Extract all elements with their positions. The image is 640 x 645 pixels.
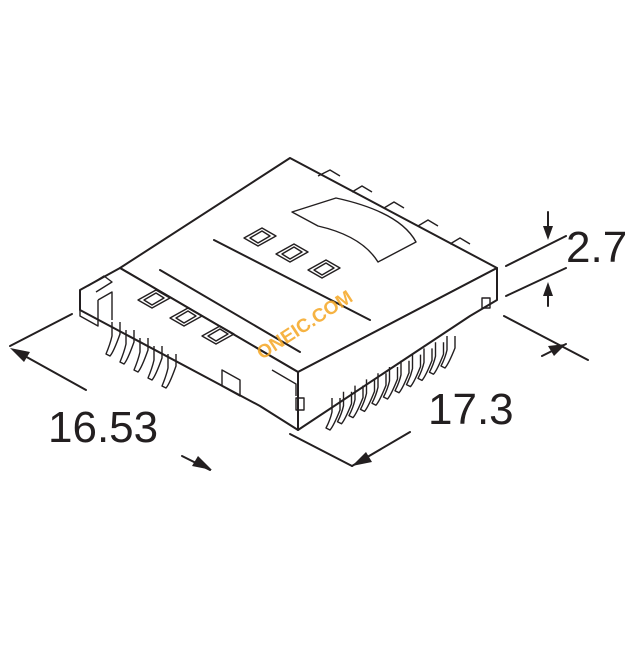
length-extension-right (503, 315, 589, 361)
left-solder-leads (105, 322, 177, 389)
front-right-mark (481, 297, 491, 309)
width-label: 16.53 (48, 403, 158, 452)
dimension-width: 16.53 (9, 313, 212, 471)
right-solder-lead (405, 354, 422, 388)
contact-windows-upper (243, 227, 341, 279)
right-solder-leads (325, 336, 456, 431)
width-arrow-right (192, 456, 212, 470)
dimension-length: 17.3 (289, 315, 589, 467)
left-solder-lead (133, 338, 149, 373)
left-solder-lead (119, 330, 135, 365)
card-slot-line-upper (213, 239, 371, 321)
left-solder-lead (147, 346, 163, 381)
height-extension-top (505, 235, 567, 267)
rear-recess (291, 197, 417, 263)
sim-connector-body (79, 157, 498, 431)
right-solder-lead (382, 367, 399, 400)
right-solder-lead (371, 373, 387, 406)
contact-windows-lower (137, 289, 235, 345)
height-arrow-bottom (543, 282, 553, 296)
rear-notches (317, 169, 471, 245)
left-solder-lead (105, 322, 121, 357)
height-extension-bottom (505, 267, 567, 297)
length-arrow-right (548, 344, 566, 356)
dimension-height: 2.7 (505, 211, 627, 307)
width-extension-top (9, 313, 73, 347)
right-solder-lead (359, 379, 376, 413)
left-end-bracket (79, 275, 113, 327)
length-arrow-left (352, 452, 372, 466)
height-label: 2.7 (566, 223, 627, 272)
card-slot-line-lower (159, 269, 301, 353)
length-extension-left (289, 433, 353, 467)
right-solder-lead (417, 348, 433, 382)
right-solder-lead (394, 360, 410, 394)
length-label: 17.3 (428, 385, 514, 434)
right-solder-lead (325, 398, 341, 431)
front-corner-mark (295, 397, 305, 411)
left-solder-lead (161, 354, 177, 389)
right-solder-lead (428, 342, 445, 375)
width-arrow-left (10, 348, 30, 362)
height-arrow-top (543, 226, 553, 240)
right-solder-lead (336, 391, 353, 425)
front-latch (221, 369, 297, 397)
right-solder-lead (348, 385, 364, 419)
right-solder-lead (440, 336, 456, 369)
